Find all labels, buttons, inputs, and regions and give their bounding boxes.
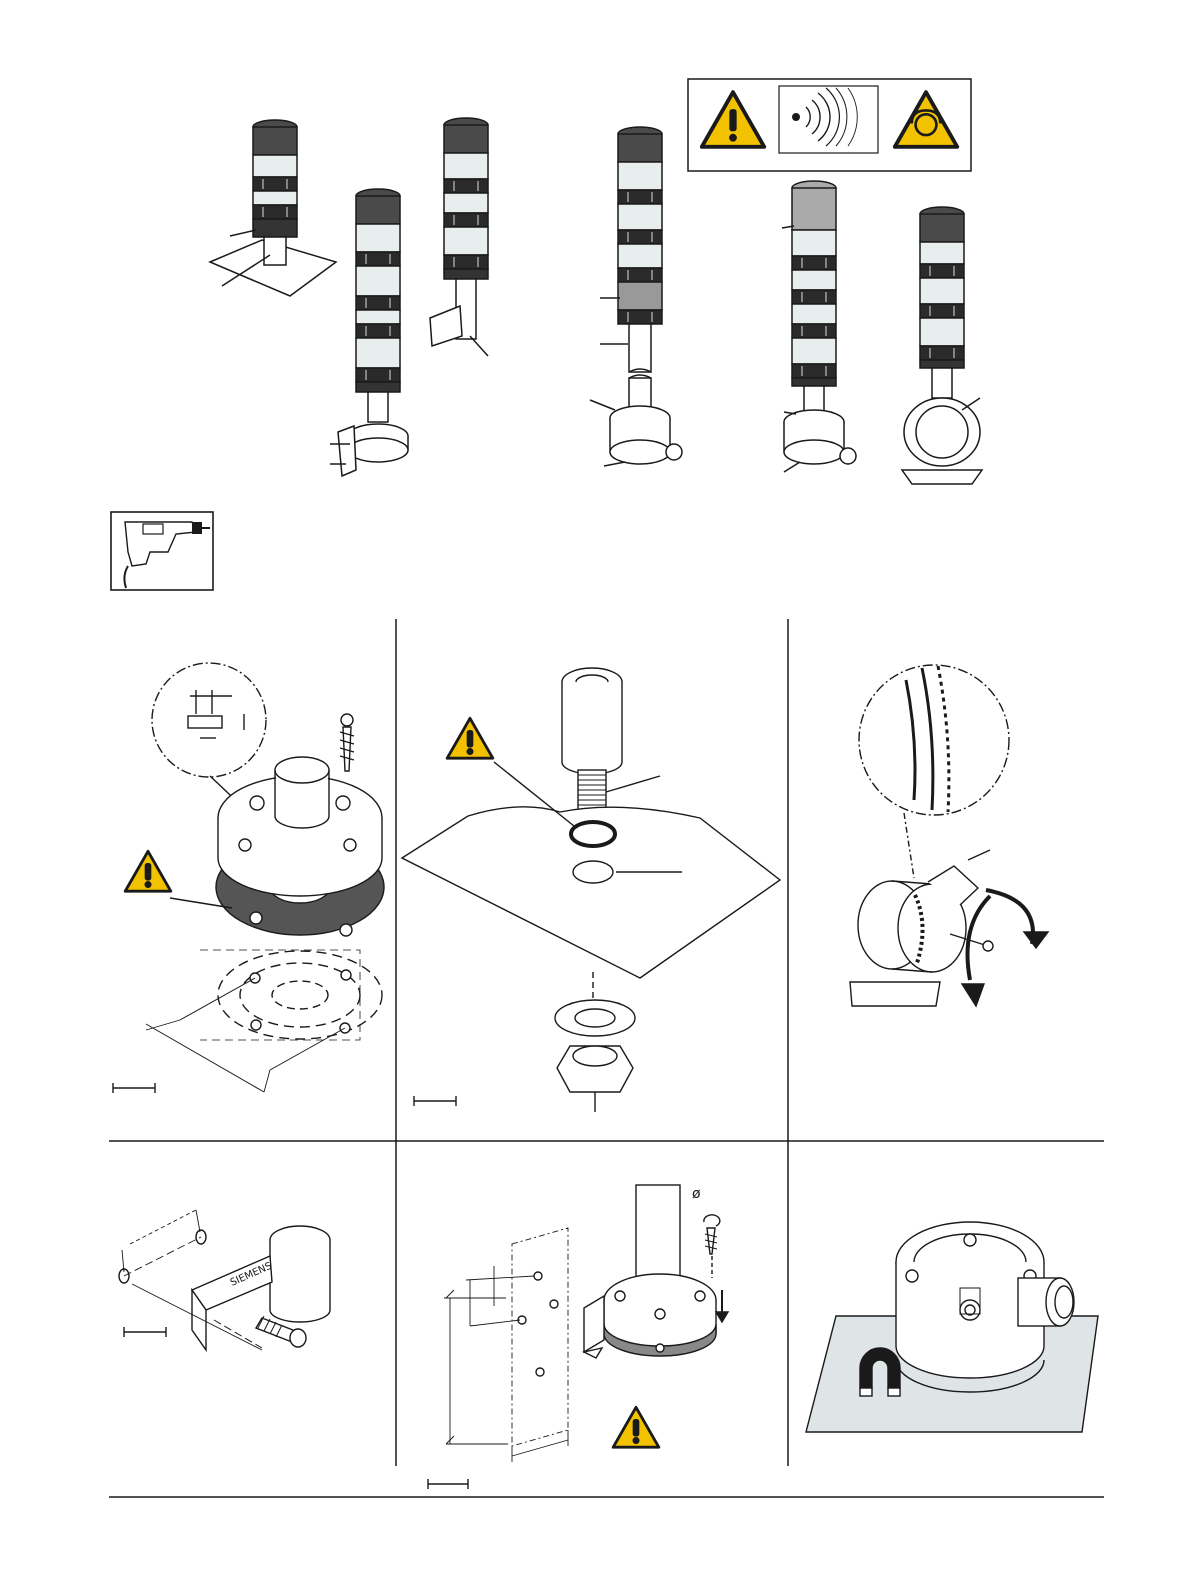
tower-tube-base: [590, 127, 682, 466]
thread-panel-mounting: [402, 668, 780, 1112]
magnetic-base-mounting: [806, 1222, 1098, 1432]
screw-icon: [340, 714, 354, 771]
surface-flange-mounting: [113, 663, 384, 1093]
drill-icon: [111, 512, 213, 590]
warning-triangle-icon: [447, 718, 493, 758]
tower-surface-mount: [210, 120, 336, 296]
radio-waves-icon: [779, 86, 878, 153]
warning-triangle-icon: [613, 1407, 659, 1447]
tower-pivot: [902, 207, 982, 484]
wall-bracket-mounting: ø: [428, 1185, 728, 1489]
bracket-mounting: SIEMENS: [119, 1210, 330, 1350]
signal-tower-variants: [210, 118, 982, 484]
pivot-joint-adjustment: [850, 665, 1048, 1006]
hazard-warning-panel: [688, 79, 971, 171]
tower-wall-bracket: [430, 118, 488, 356]
tower-base-compact: [782, 181, 856, 472]
warning-triangle-icon: [125, 851, 171, 891]
tower-flange-bracket: [330, 189, 408, 476]
wood-screw-icon: [704, 1215, 720, 1254]
diameter-symbol: ø: [692, 1186, 701, 1202]
